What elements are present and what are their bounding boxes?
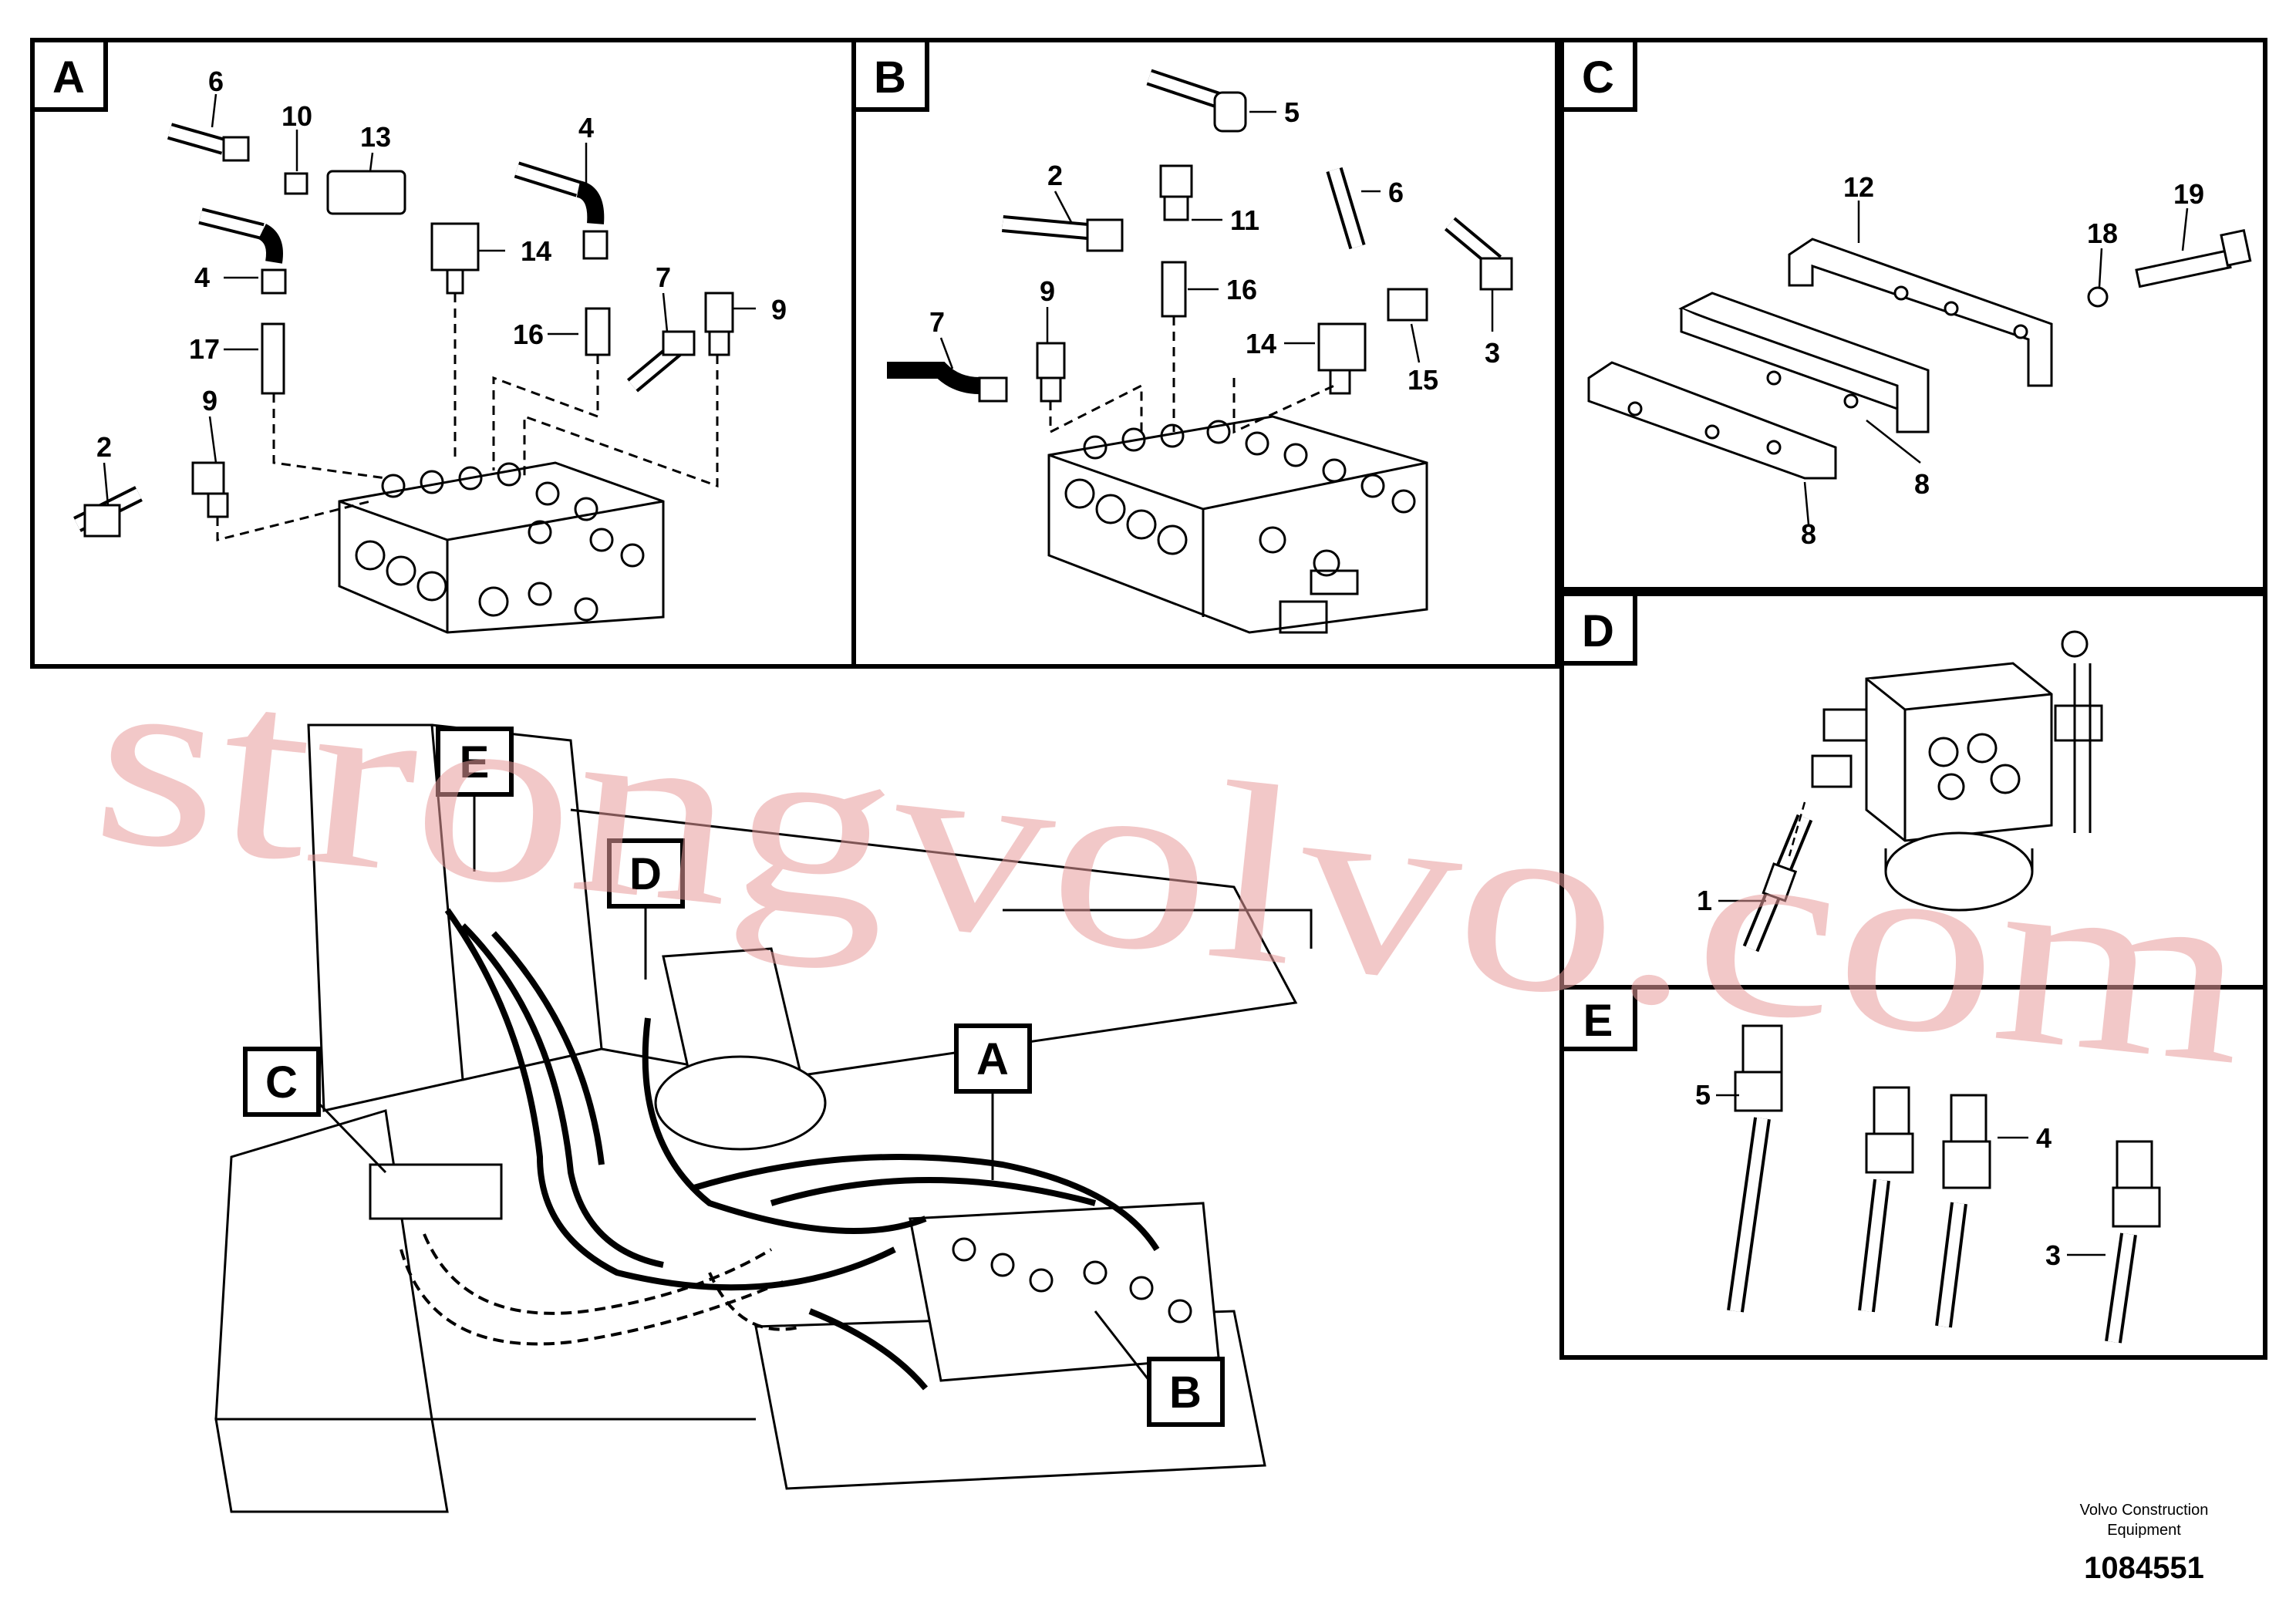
panel-d: D 1	[1559, 592, 2267, 990]
panel-e-callouts: 5 4 3	[1695, 1079, 2061, 1271]
panel-b-leaders	[939, 110, 1494, 369]
overview-labels: E D C A B	[243, 727, 1225, 1427]
callout: 2	[96, 431, 112, 463]
overview-label-e: E	[436, 727, 514, 872]
panel-e-leaders	[1716, 1094, 2106, 1256]
callout: 9	[1040, 275, 1055, 307]
company-name: Volvo Construction	[2079, 1502, 2209, 1519]
callout: 9	[771, 294, 787, 325]
overview-drawing	[214, 723, 1313, 1513]
panel-d-leaders	[1718, 801, 1806, 902]
callout: 17	[189, 333, 220, 365]
callout: 14	[1246, 328, 1276, 359]
callout: 3	[2045, 1239, 2061, 1271]
callout: 8	[1801, 518, 1816, 550]
callout: 6	[208, 66, 224, 97]
overview-label-a: A	[954, 1023, 1032, 1180]
footer: Volvo Construction Equipment 1084551	[2021, 1500, 2267, 1586]
panel-a-fittings	[73, 123, 734, 538]
callout: 4	[2036, 1122, 2052, 1154]
svg-text:A: A	[976, 1034, 1009, 1084]
panel-b-letter: B	[874, 52, 906, 103]
panel-c-letter: C	[1582, 52, 1614, 103]
panel-a-letter: A	[52, 52, 85, 103]
panel-d-letter: D	[1582, 606, 1614, 656]
svg-text:E: E	[460, 737, 490, 787]
svg-text:C: C	[265, 1057, 298, 1108]
overview-label-d: D	[607, 838, 685, 980]
panel-c: C 12 19 18 8 8	[1559, 38, 2267, 592]
panel-e-letter: E	[1583, 996, 1613, 1046]
callout: 14	[521, 235, 551, 267]
callout: 18	[2087, 218, 2118, 249]
callout: 4	[194, 261, 210, 293]
panel-c-callouts: 12 19 18 8 8	[1801, 171, 2204, 550]
panel-e-couplings	[1727, 1024, 2161, 1344]
panel-b-guide-lines	[1049, 316, 1335, 434]
overview-label-c: C	[243, 1047, 387, 1174]
callout: 16	[513, 319, 544, 350]
callout: 3	[1485, 337, 1500, 369]
callout: 8	[1914, 468, 1930, 500]
callout: 7	[656, 261, 671, 293]
panel-b-fittings	[887, 69, 1513, 403]
callout: 7	[929, 306, 945, 338]
panel-a-leaders	[103, 93, 756, 506]
panel-a-letter-box	[30, 38, 108, 112]
panel-a-valve-block	[338, 461, 665, 634]
panel-b-callouts: 5 2 11 6 9 16 7 14 15 3	[929, 96, 1500, 396]
panel-a: A	[30, 38, 856, 669]
callout: 16	[1226, 274, 1257, 305]
callout: 5	[1284, 96, 1300, 128]
panel-a-callouts: 6 10 13 4 14 4 17 16 7 9 9 2	[96, 66, 787, 463]
callout: 6	[1388, 177, 1404, 208]
callout: 4	[578, 112, 594, 143]
part-number: 1084551	[2084, 1551, 2204, 1585]
panel-d-motor	[1742, 630, 2103, 953]
callout: 10	[282, 100, 312, 132]
callout: 11	[1230, 204, 1259, 236]
callout: 5	[1695, 1079, 1711, 1111]
svg-text:B: B	[1169, 1367, 1202, 1418]
panel-c-leaders	[1803, 201, 2189, 525]
company-name-line2: Equipment	[2107, 1522, 2181, 1539]
panel-b: B	[851, 38, 1559, 669]
callout: 13	[360, 121, 391, 153]
callout: 9	[202, 385, 217, 416]
callout: 19	[2173, 178, 2204, 210]
panel-c-clamp-parts	[1587, 228, 2252, 480]
callout: 12	[1843, 171, 1874, 203]
panel-a-guide-lines	[216, 293, 719, 541]
panel-b-valve-block	[1047, 415, 1428, 634]
callout: 2	[1047, 160, 1063, 191]
svg-text:D: D	[629, 849, 662, 899]
callout: 1	[1697, 885, 1712, 916]
overview-label-b: B	[1094, 1310, 1225, 1427]
panel-e: E 5 4 3	[1559, 985, 2267, 1360]
callout: 15	[1408, 364, 1438, 396]
